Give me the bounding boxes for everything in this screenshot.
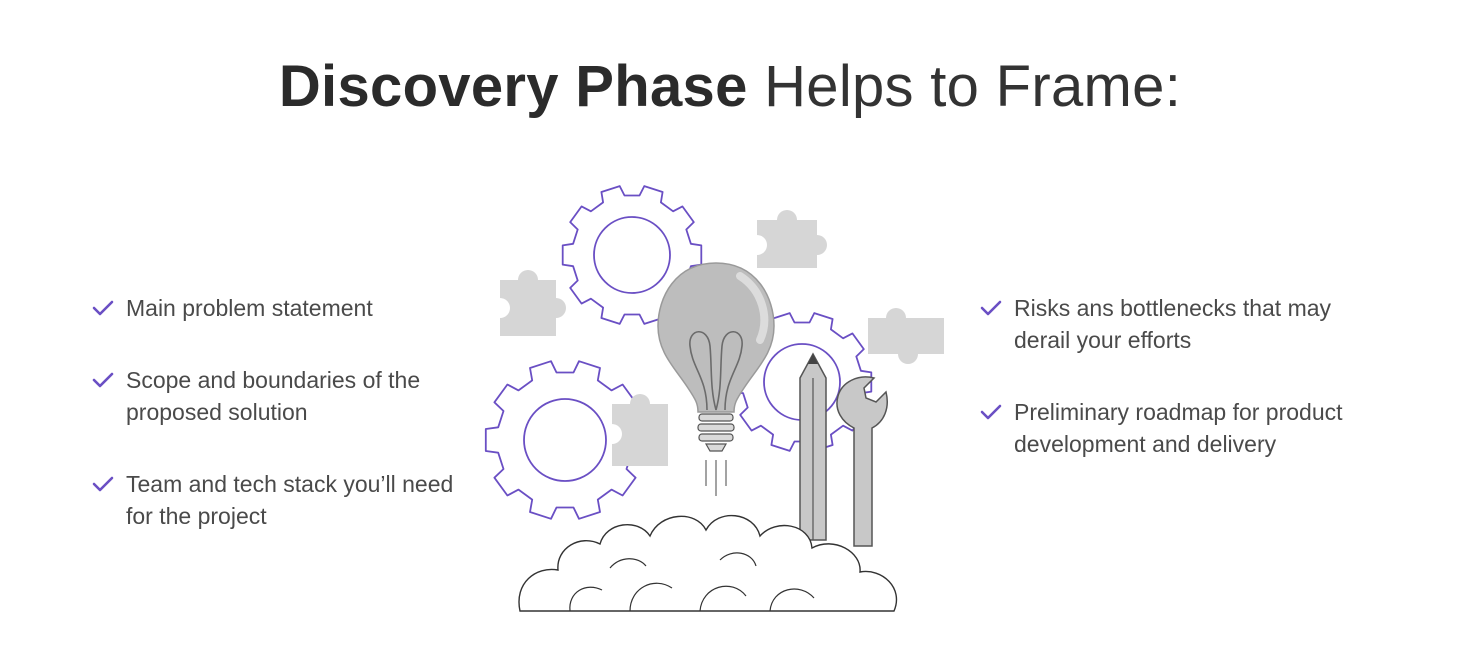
list-item-label: Main problem statement [126, 295, 373, 321]
puzzle-piece-icon [500, 269, 566, 336]
list-item: Risks ans bottlenecks that may derail yo… [980, 292, 1380, 356]
left-benefit-list: Main problem statement Scope and boundar… [92, 292, 472, 572]
list-item-label: Scope and boundaries of the proposed sol… [126, 367, 421, 425]
cloud-icon [518, 514, 897, 612]
list-item-label: Risks ans bottlenecks that may derail yo… [1014, 295, 1332, 353]
check-icon [92, 300, 114, 316]
list-item: Preliminary roadmap for product developm… [980, 396, 1380, 460]
gear-icon [484, 360, 646, 520]
gear-icon [561, 185, 703, 325]
list-item: Team and tech stack you’ll need for the … [92, 468, 472, 532]
list-item: Scope and boundaries of the proposed sol… [92, 364, 472, 428]
wrench-icon [836, 376, 888, 547]
list-item-label: Team and tech stack you’ll need for the … [126, 471, 454, 529]
discovery-illustration [484, 185, 944, 612]
puzzle-piece-icon [757, 210, 827, 268]
check-icon [980, 300, 1002, 316]
puzzle-piece-icon [612, 393, 668, 466]
title-rest: Helps to Frame: [747, 54, 1182, 119]
check-icon [92, 372, 114, 388]
page-title: Discovery Phase Helps to Frame: [0, 52, 1460, 122]
lightbulb-icon [657, 262, 775, 496]
check-icon [980, 404, 1002, 420]
right-benefit-list: Risks ans bottlenecks that may derail yo… [980, 292, 1380, 500]
list-item: Main problem statement [92, 292, 472, 324]
check-icon [92, 476, 114, 492]
list-item-label: Preliminary roadmap for product developm… [1014, 399, 1343, 457]
title-bold: Discovery Phase [278, 54, 748, 119]
puzzle-piece-icon [868, 307, 944, 364]
pencil-icon [799, 352, 827, 541]
